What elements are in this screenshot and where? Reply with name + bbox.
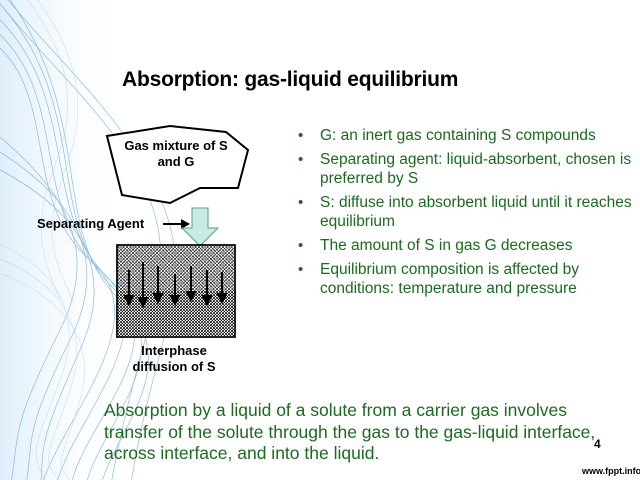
bullet-dot: • [298,151,304,168]
bullet-dot: • [298,194,304,211]
bullet-list: •G: an inert gas containing S compounds … [296,126,636,303]
website-footer[interactable]: www.fppt.info [582,466,640,476]
interphase-label: Interphase diffusion of S [112,343,236,375]
bullet-dot: • [298,237,304,254]
interphase-line2: diffusion of S [132,359,216,374]
bullet-item: •G: an inert gas containing S compounds [298,127,596,144]
bullet-item: •S: diffuse into absorbent liquid until … [298,194,632,230]
separating-agent-arrow [180,207,220,247]
bullet-dot: • [298,127,304,144]
separating-agent-label: Separating Agent [37,216,145,231]
bullet-item: •The amount of S in gas G decreases [298,237,573,254]
pointer-arrow [163,219,190,229]
gas-label-line2: and G [157,154,195,169]
summary-text: Absorption by a liquid of a solute from … [104,400,596,463]
page-number: 4 [594,437,601,451]
diffusion-arrows [123,262,228,309]
bullet-item: •Separating agent: liquid-absorbent, cho… [298,151,632,187]
bullet-dot: • [298,261,304,278]
gas-mixture-label: Gas mixture of S and G [113,138,239,170]
gas-mixture-shape [105,124,250,205]
bullet-item: •Equilibrium composition is affected by … [298,261,580,297]
interphase-line1: Interphase [141,343,207,358]
slide-title: Absorption: gas-liquid equilibrium [122,68,459,91]
gas-label-line1: Gas mixture of S [124,138,228,153]
